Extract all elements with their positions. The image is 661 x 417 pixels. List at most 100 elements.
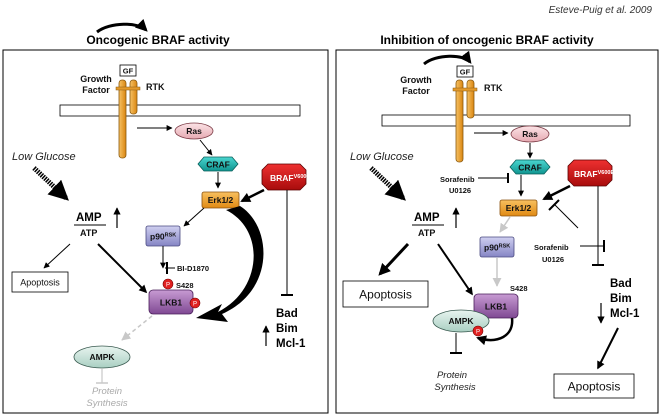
- right-membrane: [381, 114, 631, 127]
- left-braf-node: [261, 163, 307, 191]
- left-apoptosis-label: Apoptosis: [20, 278, 60, 288]
- right-amp-label: AMP: [414, 212, 440, 224]
- left-bi-label: BI-D1870: [177, 264, 209, 273]
- right-s428-label: S428: [510, 284, 528, 293]
- left-amp-label: AMP: [76, 212, 102, 224]
- right-braf-label: BRAFV600E: [574, 169, 614, 179]
- left-title: Oncogenic BRAF activity: [86, 33, 230, 47]
- left-rtk-receptor: [115, 79, 141, 159]
- right-sorafenib-erk-line: [554, 204, 579, 229]
- right-erk-p90-arrow: [499, 216, 511, 233]
- left-low-glucose: Low Glucose: [12, 151, 76, 163]
- right-glucose-amp-arrow: [369, 166, 406, 201]
- right-rtk-label: RTK: [484, 83, 503, 93]
- left-p90-label: p90RSK: [150, 232, 176, 242]
- right-p90-label: p90RSK: [484, 243, 510, 253]
- right-bad-label: Bad: [610, 278, 632, 290]
- right-phospho-ampk: [472, 325, 484, 337]
- left-rtk-label: RTK: [146, 82, 165, 92]
- right-phospho-ampk-label: P: [476, 330, 480, 336]
- right-frame: [335, 49, 659, 414]
- left-bim-label: Bim: [276, 323, 298, 335]
- right-p90-node: [479, 236, 515, 258]
- right-bad-apoptosis-arrow: [597, 327, 619, 370]
- right-lkb1-label: LKB1: [485, 302, 507, 312]
- right-sorafenib-top: Sorafenib: [440, 175, 475, 184]
- right-gf-box: [456, 65, 474, 78]
- left-mcl-label: Mcl-1: [276, 338, 306, 350]
- left-panel: Oncogenic BRAF activity GF RTK Growth Fa…: [2, 18, 329, 414]
- right-lkb1-ampk-arrow: [476, 317, 514, 346]
- left-ampk-label: AMPK: [89, 352, 115, 362]
- right-synthesis-label: Synthesis: [434, 382, 475, 393]
- right-rtk-receptor: [452, 79, 478, 163]
- right-low-glucose: Low Glucose: [350, 151, 414, 163]
- left-erk-lkb1-big-arrow: [196, 206, 264, 322]
- right-ampk-node: [432, 309, 490, 333]
- left-synthesis-label: Synthesis: [86, 398, 127, 409]
- right-gf-label: GF: [460, 68, 471, 77]
- left-braf-erk-arrow: [240, 188, 265, 203]
- right-amp-apoptosis-arrow: [378, 242, 410, 276]
- right-sorafenib-bottom: Sorafenib: [534, 243, 569, 252]
- right-factor-label: Factor: [402, 86, 430, 96]
- right-craf-node: [509, 159, 551, 175]
- right-ras-node: [510, 125, 550, 143]
- left-lkb1-label: LKB1: [160, 298, 182, 308]
- right-craf-label: CRAF: [518, 163, 542, 173]
- right-amp-lkb1-arrow: [437, 243, 473, 296]
- right-u0126-bottom: U0126: [542, 255, 564, 264]
- right-bim-label: Bim: [610, 293, 632, 305]
- left-phospho-2: [189, 297, 201, 309]
- left-membrane: [59, 104, 301, 117]
- left-factor-label: Factor: [82, 85, 110, 95]
- right-lkb1-node: [473, 293, 519, 319]
- left-erk-p90-arrow: [183, 207, 205, 227]
- left-frame: [2, 49, 329, 414]
- left-atp-label: ATP: [80, 228, 97, 238]
- left-ras-label: Ras: [186, 126, 202, 136]
- left-amp-lkb1-arrow: [97, 243, 148, 294]
- right-protein-label: Protein: [437, 370, 467, 381]
- left-s428-label: S428: [176, 281, 194, 290]
- left-ras-node: [174, 122, 214, 140]
- left-apoptosis-box: [11, 271, 69, 293]
- left-gf-label: GF: [123, 67, 134, 76]
- right-apoptosis-right-label: Apoptosis: [568, 380, 621, 394]
- right-panel: Inhibition of oncogenic BRAF activity GF…: [335, 33, 659, 414]
- right-erk-node: [499, 199, 538, 217]
- left-erk-label: Erk1/2: [208, 195, 234, 205]
- left-erk-node: [201, 191, 240, 209]
- citation: Esteve-Puig et al. 2009: [549, 5, 653, 16]
- left-ampk-node: [73, 345, 131, 369]
- left-growth-label: Growth: [80, 74, 112, 84]
- left-phospho-s428: [162, 278, 174, 290]
- right-sorafenib-erk-bar: [548, 199, 560, 211]
- left-braf-label: BRAFV600E: [270, 173, 310, 183]
- right-apoptosis-box-left: [342, 280, 429, 308]
- right-title: Inhibition of oncogenic BRAF activity: [380, 33, 594, 47]
- right-gf-arrow: [423, 50, 472, 66]
- left-protein-label: Protein: [92, 386, 122, 397]
- right-mcl-label: Mcl-1: [610, 308, 640, 320]
- right-u0126-top: U0126: [449, 186, 471, 195]
- left-gf-arrow: [96, 18, 148, 34]
- left-amp-apoptosis-arrow: [43, 243, 71, 269]
- left-phospho-s428-label: P: [166, 283, 170, 289]
- left-lkb1-ampk-arrow: [121, 315, 153, 341]
- right-apoptosis-box-right: [553, 373, 635, 399]
- right-erk-label: Erk1/2: [506, 203, 532, 213]
- right-ampk-label: AMPK: [448, 316, 474, 326]
- left-craf-label: CRAF: [206, 160, 230, 170]
- right-ras-label: Ras: [522, 129, 538, 139]
- right-growth-label: Growth: [400, 75, 432, 85]
- left-ras-craf-arrow: [199, 139, 213, 156]
- right-braf-node: [567, 159, 613, 187]
- right-braf-erk-arrow: [542, 184, 571, 201]
- left-craf-node: [197, 156, 239, 172]
- left-phospho-2-label: P: [193, 302, 197, 308]
- left-glucose-amp-arrow: [32, 166, 69, 201]
- right-atp-label: ATP: [418, 228, 435, 238]
- left-gf-box: [119, 64, 137, 77]
